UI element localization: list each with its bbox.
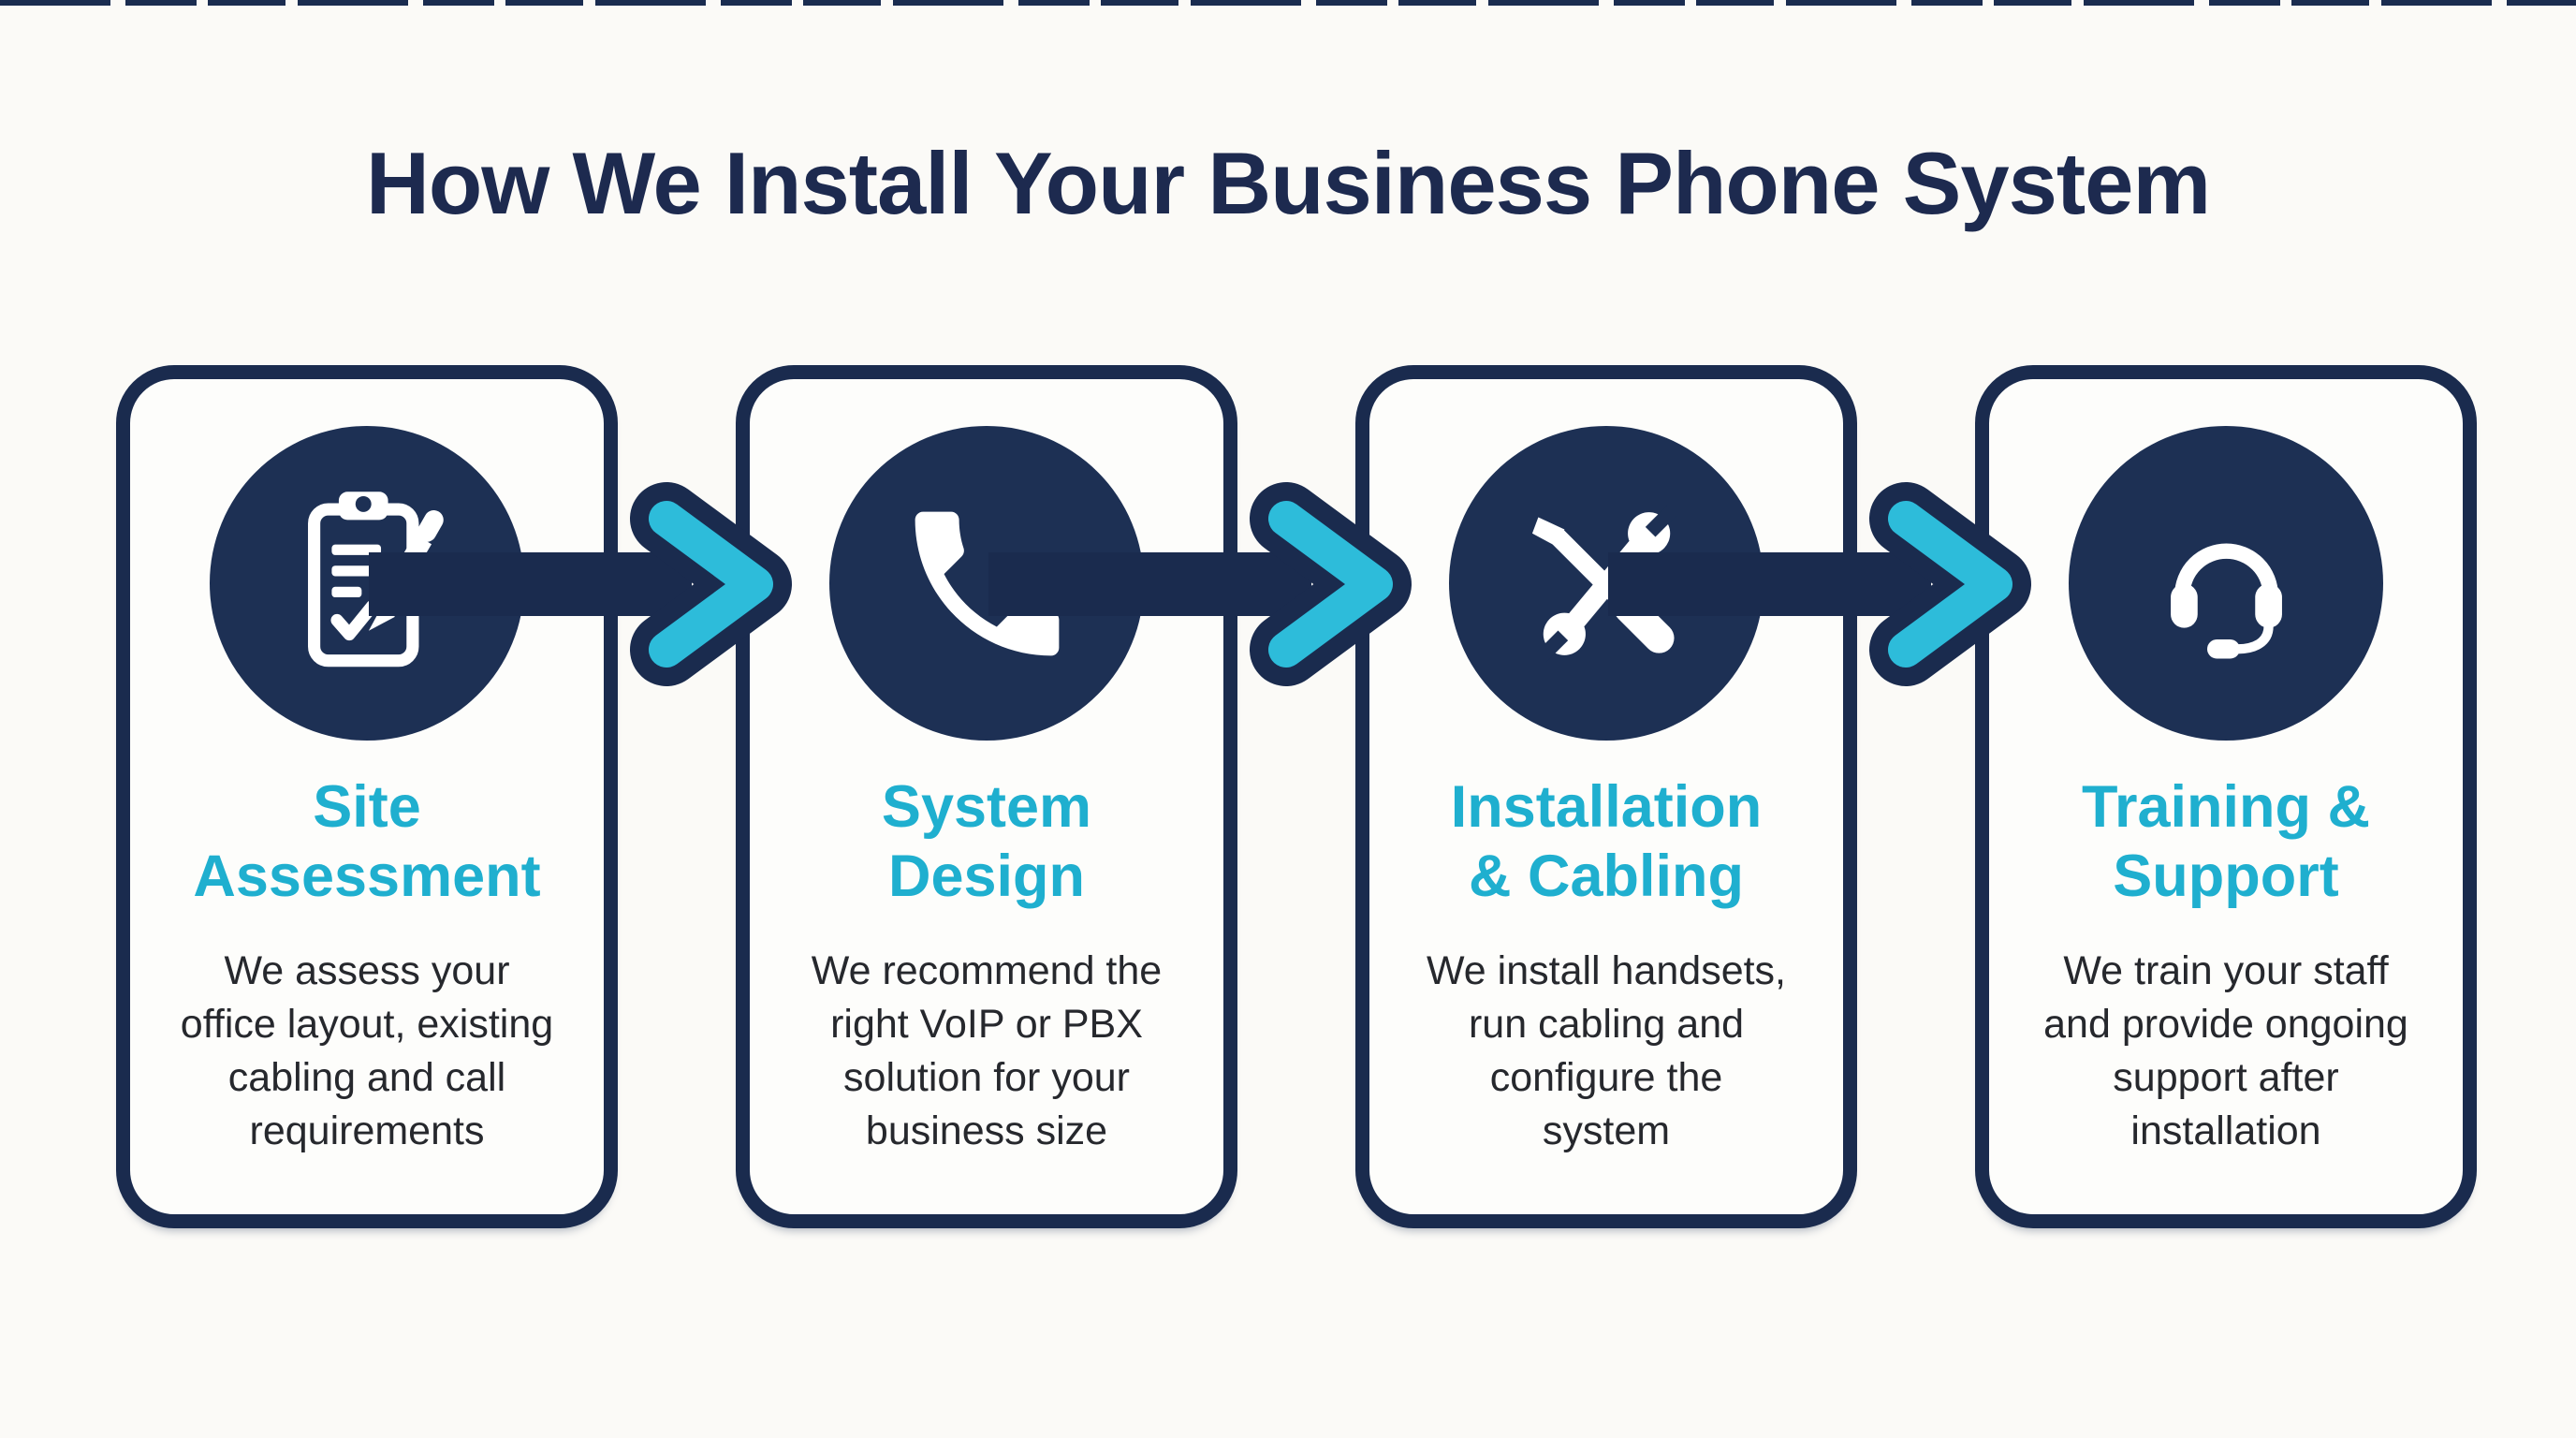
step-2-desc-line1: We recommend the (811, 948, 1163, 993)
arrow-shaft (1608, 552, 1931, 616)
arrow-shaft (988, 552, 1311, 616)
cropped-top-strip (0, 0, 2576, 6)
step-2-title: System Design (882, 772, 1091, 911)
step-1-desc-line2: office layout, existing (180, 1002, 554, 1047)
step-3-desc-line3: configure the (1489, 1055, 1723, 1100)
step-2-title-line2: Design (887, 844, 1086, 909)
step-1-desc-line4: requirements (249, 1108, 485, 1153)
step-card-training-support: Training & Support We train your staff a… (1975, 365, 2477, 1228)
connector-arrow-2 (988, 482, 1412, 686)
connector-arrow-1 (369, 482, 792, 686)
connector-arrow-3 (1608, 482, 2031, 686)
page-title: How We Install Your Business Phone Syste… (365, 134, 2211, 232)
step-1-title-line2: Assessment (193, 844, 541, 909)
step-1-title-line1: Site (313, 774, 421, 840)
step-4-desc-line4: installation (2130, 1108, 2321, 1153)
step-1-desc-line1: We assess your (224, 948, 510, 993)
step-2-desc-line3: solution for your (843, 1055, 1130, 1100)
phone-handset-icon (915, 511, 1059, 655)
step-3-desc-line2: run cabling and (1468, 1002, 1745, 1047)
headset-icon (2170, 542, 2282, 658)
step-4-description: We train your staff and provide ongoing … (1998, 945, 2453, 1158)
step-4-title-line1: Training & (2081, 774, 2371, 840)
step-4-desc-line3: support after (2113, 1055, 2339, 1100)
step-card-system-design: System Design We recommend the right VoI… (736, 365, 1237, 1228)
arrow-shaft (369, 552, 692, 616)
step-4-desc-line1: We train your staff (2063, 948, 2389, 993)
step-2-desc-line4: business size (865, 1108, 1108, 1153)
step-1-desc-line3: cabling and call (227, 1055, 506, 1100)
step-2-title-line1: System (881, 774, 1092, 840)
step-3-title: Installation & Cabling (1451, 772, 1763, 911)
step-3-title-line1: Installation (1450, 774, 1763, 840)
step-3-title-line2: & Cabling (1468, 844, 1744, 909)
step-1-title: Site Assessment (193, 772, 540, 911)
step-2-desc-line2: right VoIP or PBX (830, 1002, 1143, 1047)
step-2-description: We recommend the right VoIP or PBX solut… (759, 945, 1214, 1158)
step-3-desc-line1: We install handsets, (1426, 948, 1787, 993)
step-3-desc-line4: system (1542, 1108, 1671, 1153)
step-4-title-line2: Support (2113, 844, 2339, 909)
step-card-installation-cabling: Installation & Cabling We install handse… (1355, 365, 1857, 1228)
step-4-desc-line2: and provide ongoing (2043, 1002, 2408, 1047)
step-4-icon-badge (2069, 426, 2383, 741)
step-3-icon-badge (1449, 426, 1764, 741)
step-3-description: We install handsets, run cabling and con… (1379, 945, 1834, 1158)
step-4-title: Training & Support (2082, 772, 2370, 911)
step-1-description: We assess your office layout, existing c… (139, 945, 594, 1158)
